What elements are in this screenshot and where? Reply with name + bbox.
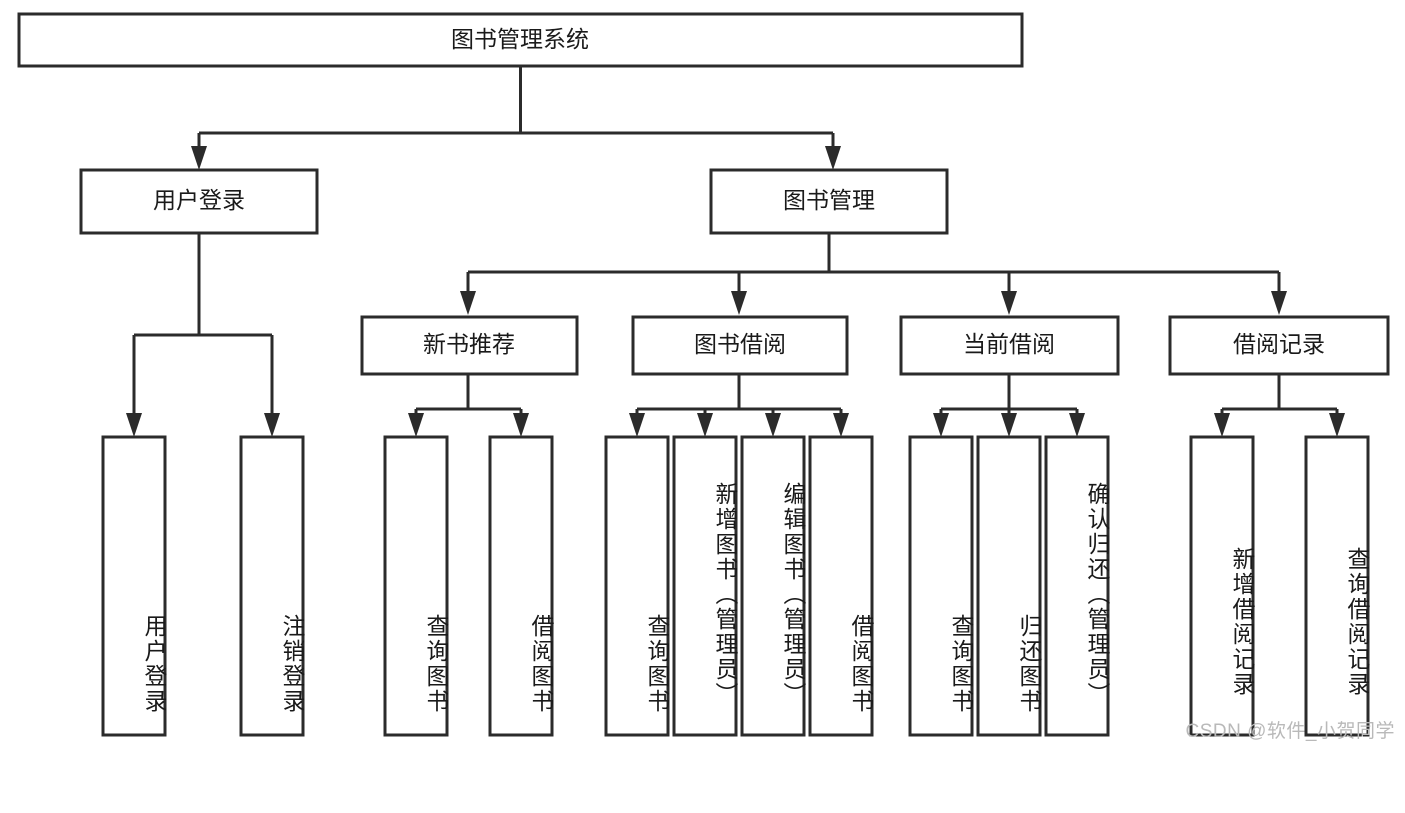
node-borrow-record-label: 借阅记录 — [1233, 331, 1325, 357]
leaf-box-query-book-2[interactable] — [604, 435, 670, 737]
leaf-boxes-borrow-record[interactable] — [1189, 435, 1370, 737]
arrow-head-leaf-query-book-3 — [933, 413, 949, 437]
arrow-head-borrow-record — [1271, 291, 1287, 315]
leaf-boxes-current-borrow[interactable] — [908, 435, 1110, 737]
connector-group-book-management — [460, 233, 1287, 315]
node-book-management-box[interactable] — [709, 168, 949, 235]
leaf-boxes-book-borrow[interactable] — [604, 435, 874, 737]
node-new-book-recommend-label: 新书推荐 — [423, 331, 515, 357]
arrow-head-book-borrow — [731, 291, 747, 315]
arrow-head-leaf-add-book — [697, 413, 713, 437]
arrow-head-current-borrow — [1001, 291, 1017, 315]
node-user-login-label: 用户登录 — [153, 187, 245, 213]
node-borrow-record[interactable]: 借阅记录 — [1168, 315, 1390, 376]
connector-group-root — [191, 66, 841, 170]
arrow-head-leaf-borrow-book-1 — [513, 413, 529, 437]
connector-group-book-borrow — [629, 375, 849, 437]
leaf-box-add-record[interactable] — [1189, 435, 1255, 737]
leaf-boxes-user-login[interactable] — [101, 435, 305, 737]
leaf-box-logout[interactable] — [239, 435, 305, 737]
arrow-head-leaf-confirm-return — [1069, 413, 1085, 437]
arrow-head-user-login — [191, 146, 207, 170]
node-current-borrow-box[interactable] — [899, 315, 1120, 376]
leaf-box-confirm-return[interactable] — [1044, 435, 1110, 737]
node-book-management-label: 图书管理 — [783, 187, 875, 213]
node-root-label: 图书管理系统 — [451, 26, 589, 52]
node-user-login[interactable]: 用户登录 — [79, 168, 319, 235]
node-root-box[interactable] — [17, 12, 1024, 68]
arrow-head-leaf-borrow-book-2 — [833, 413, 849, 437]
node-book-management[interactable]: 图书管理 — [709, 168, 949, 235]
diagram-canvas: 图书管理系统 用户登录 图书管理 新书推荐 图书借阅 当前借阅 借阅记录 — [17, 12, 1390, 737]
node-root[interactable]: 图书管理系统 — [17, 12, 1024, 68]
arrow-head-leaf-logout — [264, 413, 280, 437]
arrow-head-leaf-add-record — [1214, 413, 1230, 437]
arrow-head-leaf-edit-book — [765, 413, 781, 437]
leaf-box-borrow-book-1[interactable] — [488, 435, 554, 737]
arrow-head-leaf-query-book-2 — [629, 413, 645, 437]
leaf-box-return-book[interactable] — [976, 435, 1042, 737]
connector-group-current-borrow — [933, 375, 1085, 437]
connector-group-new-book-recommend — [408, 375, 529, 437]
leaf-box-user-login[interactable] — [101, 435, 167, 737]
node-new-book-recommend[interactable]: 新书推荐 — [360, 315, 579, 376]
leaf-box-query-book-3[interactable] — [908, 435, 974, 737]
arrow-head-leaf-query-record — [1329, 413, 1345, 437]
node-current-borrow[interactable]: 当前借阅 — [899, 315, 1120, 376]
connector-group-borrow-record — [1214, 375, 1345, 437]
arrow-head-new-book-recommend — [460, 291, 476, 315]
leaf-box-edit-book[interactable] — [740, 435, 806, 737]
flowchart-diagram: 图书管理系统 用户登录 图书管理 新书推荐 图书借阅 当前借阅 借阅记录 — [17, 12, 1395, 742]
node-book-borrow-box[interactable] — [631, 315, 849, 376]
node-book-borrow-label: 图书借阅 — [694, 331, 786, 357]
csdn-watermark: CSDN @软件_小贺同学 — [1185, 721, 1395, 742]
leaf-box-query-record[interactable] — [1304, 435, 1370, 737]
leaf-box-borrow-book-2[interactable] — [808, 435, 874, 737]
leaf-boxes-new-book-recommend[interactable] — [383, 435, 554, 737]
arrow-head-leaf-user-login — [126, 413, 142, 437]
leaf-box-query-book-1[interactable] — [383, 435, 449, 737]
arrow-head-leaf-query-book-1 — [408, 413, 424, 437]
node-borrow-record-box[interactable] — [1168, 315, 1390, 376]
node-user-login-box[interactable] — [79, 168, 319, 235]
node-new-book-recommend-box[interactable] — [360, 315, 579, 376]
leaf-box-add-book[interactable] — [672, 435, 738, 737]
node-book-borrow[interactable]: 图书借阅 — [631, 315, 849, 376]
node-current-borrow-label: 当前借阅 — [963, 331, 1055, 357]
arrow-head-book-management — [825, 146, 841, 170]
connector-group-user-login — [126, 233, 280, 437]
arrow-head-leaf-return-book — [1001, 413, 1017, 437]
